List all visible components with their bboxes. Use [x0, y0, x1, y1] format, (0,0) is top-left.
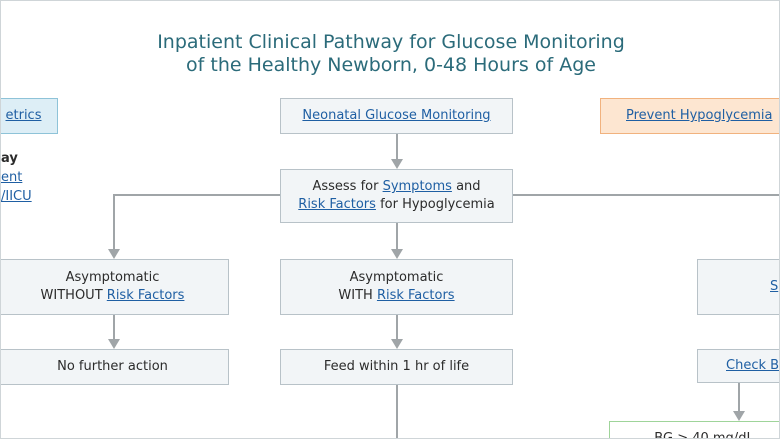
- title-line-2: of the Healthy Newborn, 0-48 Hours of Ag…: [186, 54, 596, 76]
- box-no-further-action: No further action: [1, 349, 229, 385]
- without-text-pre: WITHOUT: [40, 288, 107, 303]
- box-neonatal-glucose-monitoring: Neonatal Glucose Monitoring: [280, 98, 513, 134]
- arrowhead-no-action: [108, 339, 120, 349]
- box-feed: Feed within 1 hr of life: [280, 349, 513, 385]
- box-assess: Assess for Symptoms and Risk Factors for…: [280, 169, 513, 223]
- title-line-1: Inpatient Clinical Pathway for Glucose M…: [157, 31, 625, 53]
- assess-line-1: Assess for Symptoms and: [312, 178, 480, 196]
- bg-text: BG > 40 mg/dL: [654, 431, 754, 439]
- with-text-pre: WITH: [338, 288, 377, 303]
- assess-text-mid: and: [451, 179, 481, 194]
- link-right-mid[interactable]: S: [770, 279, 779, 294]
- box-asymptomatic-without: Asymptomatic WITHOUT Risk Factors: [1, 259, 229, 315]
- link-neonatal-glucose-monitoring[interactable]: Neonatal Glucose Monitoring: [302, 108, 491, 123]
- box-check-bg: Check B: [697, 349, 780, 383]
- with-line-1: Asymptomatic: [349, 270, 444, 285]
- side-heading: ay: [1, 151, 18, 166]
- arrowhead-with: [391, 249, 403, 259]
- link-prevent-hypoglycemia[interactable]: Prevent Hypoglycemia: [626, 108, 773, 123]
- link-risk-factors-with[interactable]: Risk Factors: [376, 288, 455, 303]
- arrowhead-without: [108, 249, 120, 259]
- without-line-2: WITHOUT Risk Factors: [41, 287, 185, 305]
- no-action-text: No further action: [57, 359, 168, 374]
- connector-assess-to-without: [113, 194, 280, 249]
- arrowhead-bg: [733, 411, 745, 421]
- assess-text-post: for Hypoglycemia: [375, 197, 495, 212]
- link-symptoms[interactable]: Symptoms: [382, 179, 452, 194]
- side-list: ay ent /IICU: [1, 149, 32, 206]
- assess-line-2: Risk Factors for Hypoglycemia: [298, 196, 494, 214]
- arrowhead-feed: [391, 339, 403, 349]
- box-asymptomatic-with: Asymptomatic WITH Risk Factors: [280, 259, 513, 315]
- link-risk-factors-assess[interactable]: Risk Factors: [298, 197, 376, 212]
- assess-text-pre: Assess for: [312, 179, 383, 194]
- box-right-mid: S: [697, 259, 779, 315]
- box-left-top: etrics: [1, 98, 58, 134]
- without-line-1: Asymptomatic: [65, 270, 160, 285]
- side-link-1[interactable]: ent: [1, 170, 23, 185]
- link-check-bg[interactable]: Check B: [726, 358, 780, 373]
- link-risk-factors-without[interactable]: Risk Factors: [106, 288, 185, 303]
- with-line-2: WITH Risk Factors: [338, 287, 454, 305]
- arrowhead-assess: [391, 159, 403, 169]
- page-title: Inpatient Clinical Pathway for Glucose M…: [1, 31, 779, 77]
- box-prevent-hypoglycemia: Prevent Hypoglycemia: [600, 98, 779, 134]
- box-bg-over-40: BG > 40 mg/dL: [609, 421, 779, 439]
- link-left-top[interactable]: etrics: [5, 108, 42, 123]
- side-link-2[interactable]: /IICU: [1, 189, 32, 204]
- feed-text: Feed within 1 hr of life: [323, 359, 470, 374]
